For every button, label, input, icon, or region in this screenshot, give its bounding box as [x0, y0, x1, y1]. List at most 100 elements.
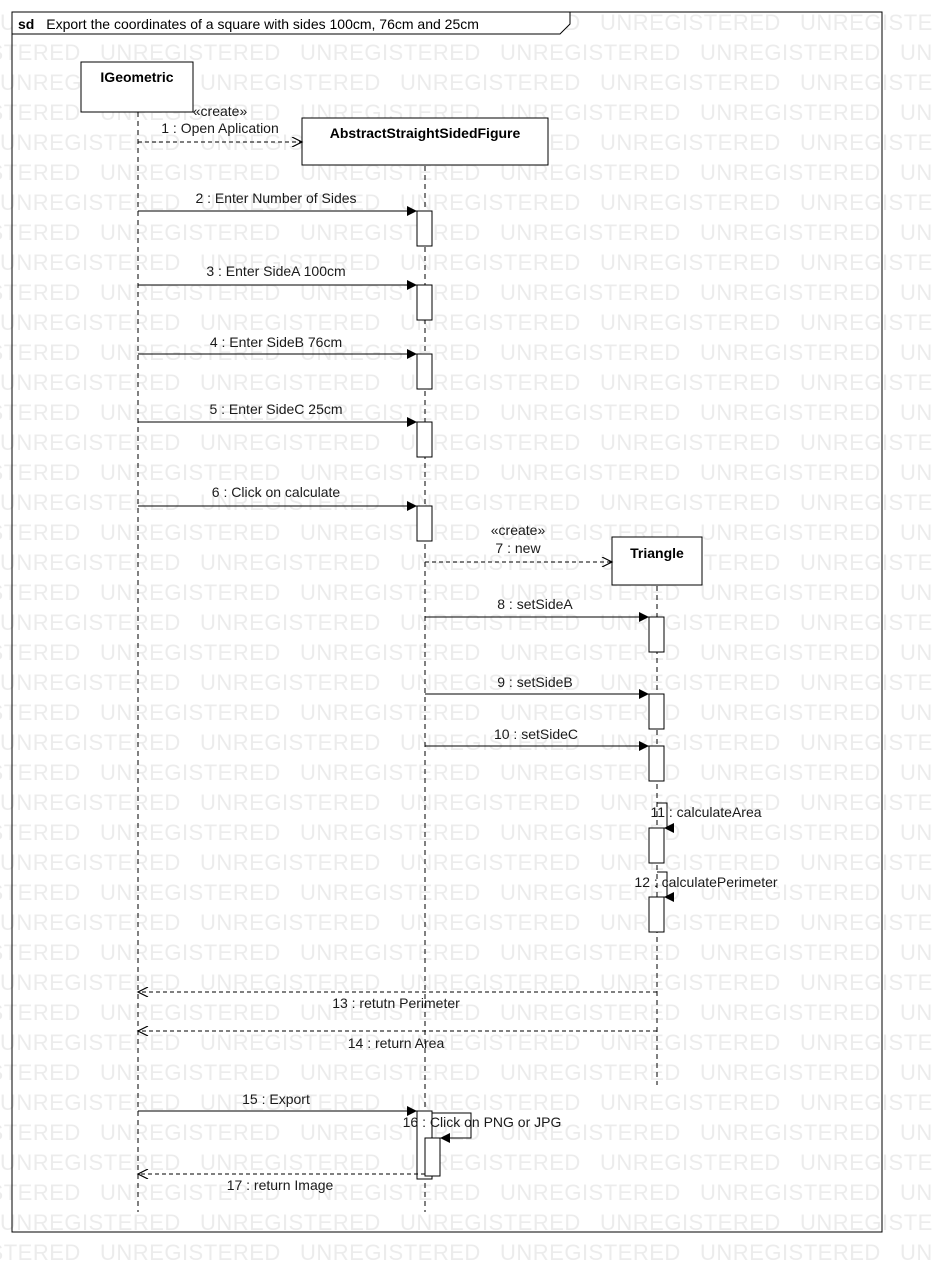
watermark-text: UNREGISTERED [900, 1000, 932, 1025]
watermark-text: UNREGISTERED [700, 280, 881, 305]
watermark-text: UNREGISTERED [800, 790, 932, 815]
watermark-text: UNREGISTERED [200, 1210, 381, 1235]
activation-bar [648, 896, 665, 933]
watermark-text: UNREGISTERED [0, 1000, 81, 1025]
lifeline-triangle[interactable]: Triangle [611, 536, 703, 586]
watermark-text: UNREGISTERED [500, 1180, 681, 1205]
message-11-label: 11 : calculateArea [650, 804, 761, 820]
watermark-text: UNREGISTERED [200, 790, 381, 815]
watermark-text: UNREGISTERED [400, 1030, 581, 1055]
watermark-text: UNREGISTERED [800, 430, 932, 455]
watermark-text: UNREGISTERED [0, 460, 81, 485]
frame: sd Export the coordinates of a square wi… [11, 11, 883, 1233]
watermark-text: UNREGISTERED [800, 1150, 932, 1175]
watermark-text: UNREGISTERED [700, 640, 881, 665]
watermark-text: UNREGISTERED [0, 670, 181, 695]
activation-bar [648, 745, 665, 782]
message-1[interactable]: «create» 1 : Open Aplication [138, 103, 302, 142]
lifeline-abstract[interactable]: AbstractStraightSidedFigure [301, 117, 549, 166]
watermark-text: UNREGISTERED [0, 1180, 81, 1205]
watermark-text: UNREGISTERED [300, 1000, 481, 1025]
watermark-text: UNREGISTERED [100, 760, 281, 785]
watermark-text: UNREGISTERED [100, 40, 281, 65]
watermark-text: UNREGISTERED [600, 430, 781, 455]
watermark-text: UNREGISTERED [0, 250, 181, 275]
message-13[interactable]: 13 : retutn Perimeter [138, 992, 657, 1011]
watermark-text: UNREGISTERED [700, 820, 881, 845]
watermark-text: UNREGISTERED [500, 40, 681, 65]
watermark-text: UNREGISTERED [500, 1000, 681, 1025]
watermark-text: UNREGISTERED [800, 1210, 932, 1235]
watermark-text: UNREGISTERED [0, 220, 81, 245]
activation-bar [648, 693, 665, 730]
lifeline-abstract-name: AbstractStraightSidedFigure [330, 125, 521, 141]
watermark-text: UNREGISTERED [100, 1060, 281, 1085]
watermark-text: UNREGISTERED [200, 1150, 381, 1175]
watermark-text: UNREGISTERED [300, 580, 481, 605]
watermark-text: UNREGISTERED [600, 490, 781, 515]
watermark-text: UNREGISTERED [0, 850, 181, 875]
watermark-text: UNREGISTERED [700, 700, 881, 725]
message-10[interactable]: 10 : setSideC [425, 726, 649, 751]
watermark-text: UNREGISTERED [800, 250, 932, 275]
watermark-text: UNREGISTERED [0, 40, 81, 65]
watermark-text: UNREGISTERED [200, 610, 381, 635]
message-3[interactable]: 3 : Enter SideA 100cm [138, 263, 417, 290]
watermark-text: UNREGISTERED [200, 250, 381, 275]
message-17[interactable]: 17 : return Image [138, 1174, 425, 1193]
watermark-text: UNREGISTERED [600, 610, 781, 635]
watermark-text: UNREGISTERED [0, 340, 81, 365]
frame-title: sd Export the coordinates of a square wi… [18, 16, 479, 32]
watermark-text: UNREGISTERED [0, 160, 81, 185]
watermark-text: UNREGISTERED [800, 370, 932, 395]
watermark-text: UNREGISTERED [400, 730, 581, 755]
message-5[interactable]: 5 : Enter SideC 25cm [138, 401, 417, 427]
watermark-text: UNREGISTERED [0, 1030, 181, 1055]
message-16[interactable]: 16 : Click on PNG or JPG [403, 1112, 562, 1143]
watermark-text: UNREGISTERED [0, 820, 81, 845]
message-12[interactable]: 12 : calculatePerimeter [634, 871, 778, 902]
watermark-text: UNREGISTERED [600, 970, 781, 995]
message-7-label: 7 : new [495, 540, 541, 556]
watermark-text: UNREGISTERED [100, 880, 281, 905]
watermark-text: UNREGISTERED [0, 940, 81, 965]
watermark-text: UNREGISTERED [900, 1180, 932, 1205]
watermark-text: UNREGISTERED [300, 1060, 481, 1085]
message-8[interactable]: 8 : setSideA [425, 596, 649, 622]
lifeline-igeometric[interactable]: IGeometric [80, 61, 194, 113]
watermark-text: UNREGISTERED [400, 70, 581, 95]
message-6[interactable]: 6 : Click on calculate [138, 484, 417, 511]
watermark-text: UNREGISTERED [100, 460, 281, 485]
message-16-label: 16 : Click on PNG or JPG [403, 1114, 562, 1130]
watermark-text: UNREGISTERED [800, 1030, 932, 1055]
message-9[interactable]: 9 : setSideB [425, 674, 649, 699]
watermark-text: UNREGISTERED [300, 1180, 481, 1205]
message-8-label: 8 : setSideA [497, 596, 573, 612]
watermark-text: UNREGISTERED [900, 160, 932, 185]
watermark-text: UNREGISTERED [100, 1240, 281, 1265]
message-4[interactable]: 4 : Enter SideB 76cm [138, 334, 417, 359]
message-7[interactable]: «create» 7 : new [425, 522, 612, 562]
message-15[interactable]: 15 : Export [138, 1091, 417, 1116]
watermark-text: UNREGISTERED [700, 940, 881, 965]
message-14[interactable]: 14 : return Area [138, 1031, 657, 1051]
watermark-text: UNREGISTERED [300, 460, 481, 485]
watermark-text: UNREGISTERED [0, 700, 81, 725]
message-2[interactable]: 2 : Enter Number of Sides [138, 190, 417, 216]
watermark-text: UNREGISTERED [100, 280, 281, 305]
watermark-text: UNREGISTERED [500, 460, 681, 485]
watermark-text: UNREGISTERED [300, 400, 481, 425]
watermark-text: UNREGISTERED [800, 190, 932, 215]
watermark-text: UNREGISTERED [800, 550, 932, 575]
activation-bar [416, 421, 433, 458]
message-11[interactable]: 11 : calculateArea [650, 802, 762, 833]
watermark-text: UNREGISTERED [700, 460, 881, 485]
watermark-text: UNREGISTERED [300, 220, 481, 245]
watermark-text: UNREGISTERED [600, 910, 781, 935]
frame-keyword: sd [18, 16, 34, 32]
watermark-text: UNREGISTERED [900, 1120, 932, 1145]
watermark-text: UNREGISTERED [400, 610, 581, 635]
watermark-text: UNREGISTERED [400, 670, 581, 695]
watermark-text: UNREGISTERED [800, 10, 932, 35]
watermark-text: UNREGISTERED [900, 760, 932, 785]
